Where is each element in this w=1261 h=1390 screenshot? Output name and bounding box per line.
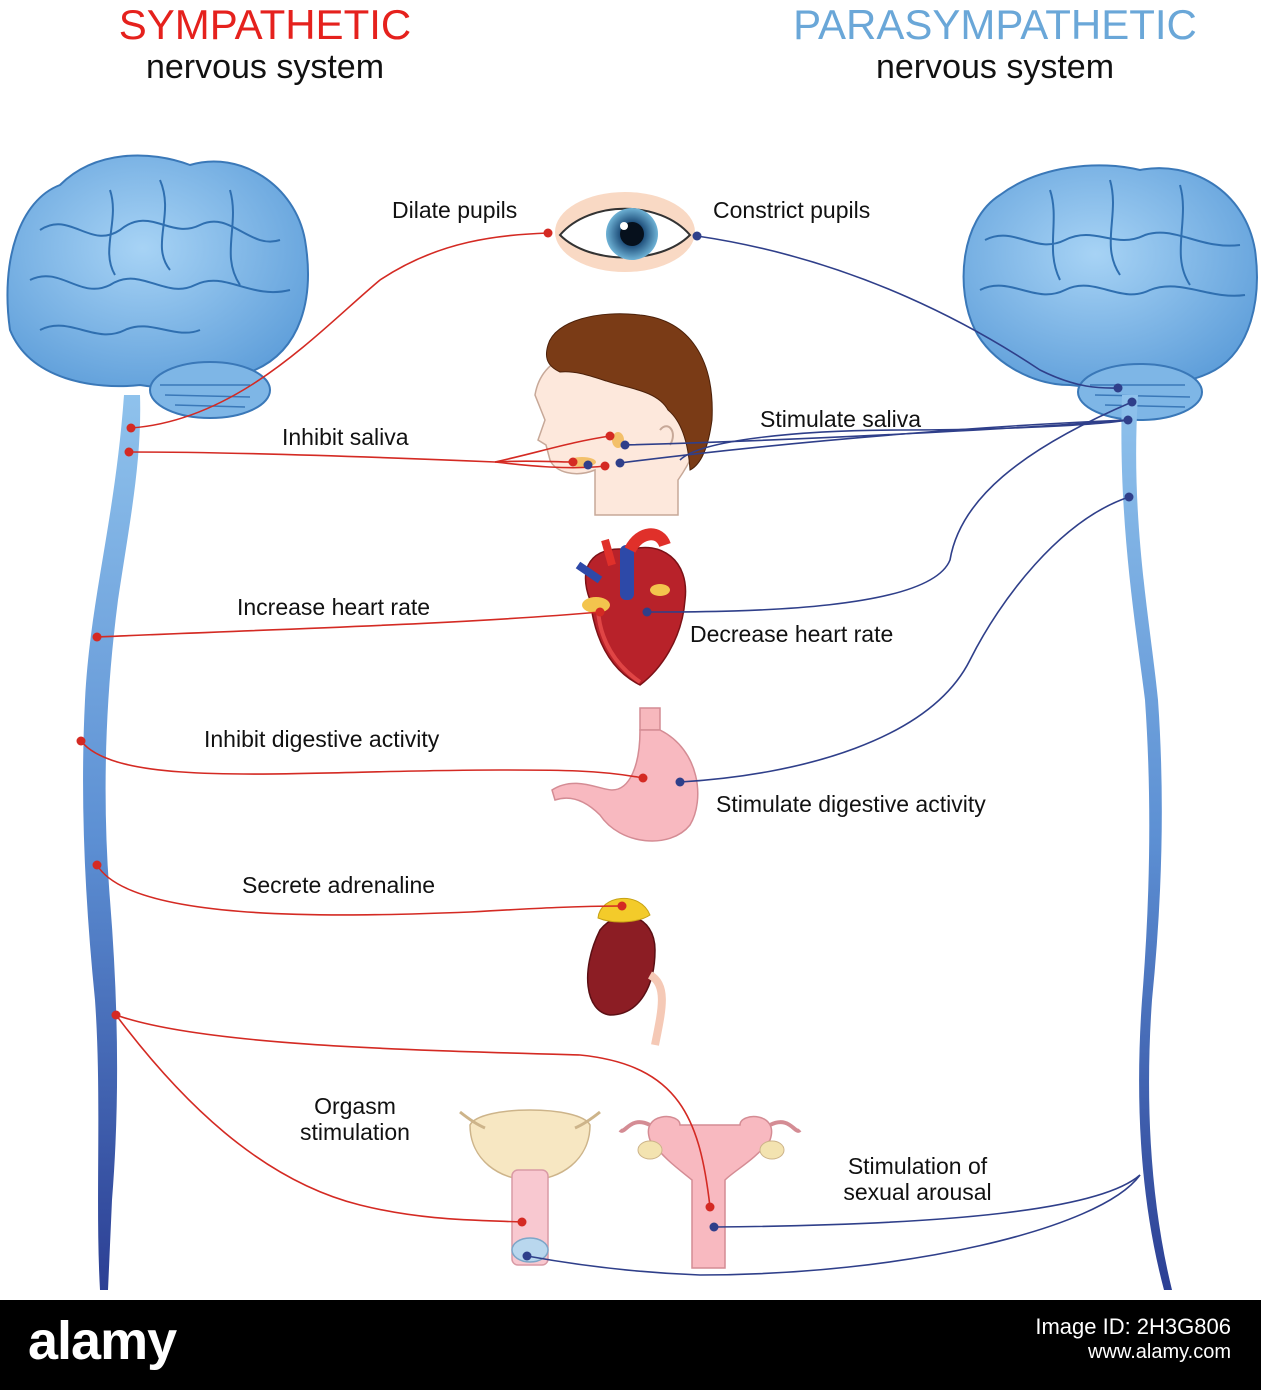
heart-icon <box>575 528 687 686</box>
nerve-increase-heart-rate <box>96 611 601 638</box>
stomach-icon <box>551 707 699 842</box>
label-arousal-line1: Stimulation of <box>847 1153 988 1179</box>
label-inhibit-saliva: Inhibit saliva <box>282 424 409 450</box>
nerve-male-parasympathetic <box>526 1174 1141 1276</box>
kidney-icon <box>587 898 666 1046</box>
sympathetic-subtitle: nervous system <box>145 48 385 86</box>
nerve-stimulate-digestive <box>679 496 1130 783</box>
label-arousal-line2: sexual arousal <box>843 1179 992 1206</box>
label-decrease-heart-rate: Decrease heart rate <box>690 621 894 647</box>
label-sexual-arousal: Stimulation of sexual arousal <box>825 1153 1010 1206</box>
nerve-inhibit-saliva <box>128 435 611 463</box>
parasympathetic-subtitle: nervous system <box>875 48 1115 86</box>
label-dilate-pupils: Dilate pupils <box>392 197 518 223</box>
nerve-stimulate-arousal <box>713 1174 1141 1228</box>
sympathetic-nerves <box>80 232 711 1223</box>
nerve-sexual-female <box>115 1014 711 1208</box>
parasympathetic-nerves <box>526 235 1141 1276</box>
sympathetic-title: SYMPATHETIC <box>118 1 412 48</box>
label-increase-heart-rate: Increase heart rate <box>237 594 431 620</box>
right-brain <box>962 164 1258 421</box>
label-stimulate-saliva: Stimulate saliva <box>760 406 922 432</box>
nerve-inhibit-digestive <box>80 740 644 779</box>
label-secrete-adrenaline: Secrete adrenaline <box>242 872 436 898</box>
image-id-block: Image ID: 2H3G806 www.alamy.com <box>1035 1314 1231 1364</box>
left-spinal-cord <box>83 395 141 1290</box>
left-cerebellum <box>149 361 271 419</box>
label-stimulate-digestive: Stimulate digestive activity <box>716 791 986 817</box>
nerve-secrete-adrenaline <box>96 864 623 916</box>
label-orgasm-line2: stimulation <box>300 1119 410 1146</box>
female-reproductive-icon <box>618 1115 802 1269</box>
sympathetic-dots <box>76 228 715 1227</box>
right-spinal-cord <box>1121 395 1172 1290</box>
parasympathetic-title: PARASYMPATHETIC <box>793 1 1197 48</box>
nerve-constrict-pupils <box>696 235 1119 389</box>
label-constrict-pupils: Constrict pupils <box>713 197 871 223</box>
image-id: Image ID: 2H3G806 <box>1035 1314 1231 1339</box>
nerve-decrease-heart-rate <box>646 401 1133 613</box>
footer-url: www.alamy.com <box>1088 1341 1231 1364</box>
nervous-system-diagram <box>6 154 1258 1290</box>
alamy-logo: alamy <box>28 1311 177 1371</box>
watermark-footer: alamy Image ID: 2H3G806 www.alamy.com <box>0 1300 1261 1390</box>
nerve-orgasm <box>115 1014 523 1223</box>
label-orgasm-line1: Orgasm <box>314 1093 396 1119</box>
nerve-dilate-pupils <box>130 232 549 429</box>
parasympathetic-dots <box>522 231 1137 1261</box>
head-icon <box>534 313 713 516</box>
male-reproductive-icon <box>459 1109 601 1266</box>
eye-icon <box>555 192 695 272</box>
left-brain <box>6 154 309 419</box>
label-orgasm-stimulation: Orgasm stimulation <box>280 1093 430 1146</box>
right-cerebellum <box>1077 363 1203 421</box>
label-inhibit-digestive: Inhibit digestive activity <box>204 726 440 752</box>
